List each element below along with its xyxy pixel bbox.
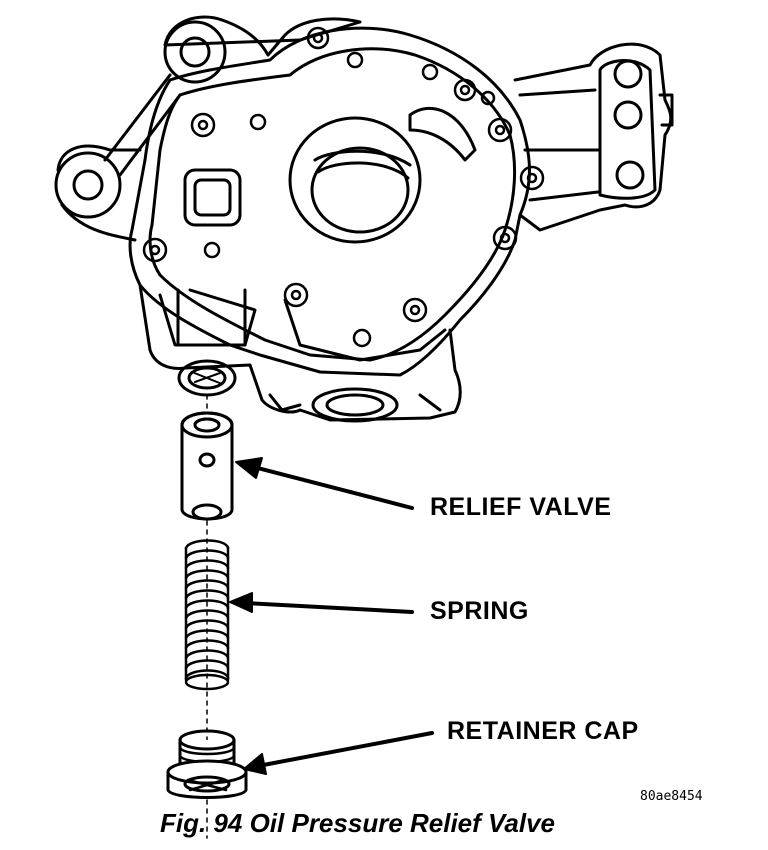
retainer-cap-label: RETAINER CAP (447, 717, 639, 745)
left-mounting-lug (54, 151, 122, 219)
spring-label: SPRING (430, 597, 529, 625)
relief-valve-label: RELIEF VALVE (430, 493, 612, 521)
central-bore (288, 116, 422, 244)
retainer-cap-arrow (256, 731, 434, 768)
relief-valve-part (180, 411, 234, 521)
spring-part (184, 539, 230, 691)
outlet-port (311, 387, 399, 423)
upper-left-mounting-lug (163, 15, 362, 57)
retainer-cap-part (166, 729, 248, 799)
relief-valve-arrow (248, 464, 414, 510)
leader-arrows (229, 457, 434, 775)
oil-pump-housing (54, 15, 674, 423)
figure-caption: Fig. 94 Oil Pressure Relief Valve (160, 808, 556, 838)
right-bracket (513, 42, 673, 232)
spring-arrow (243, 601, 414, 614)
figure-reference-code: 80ae8454 (640, 789, 703, 804)
